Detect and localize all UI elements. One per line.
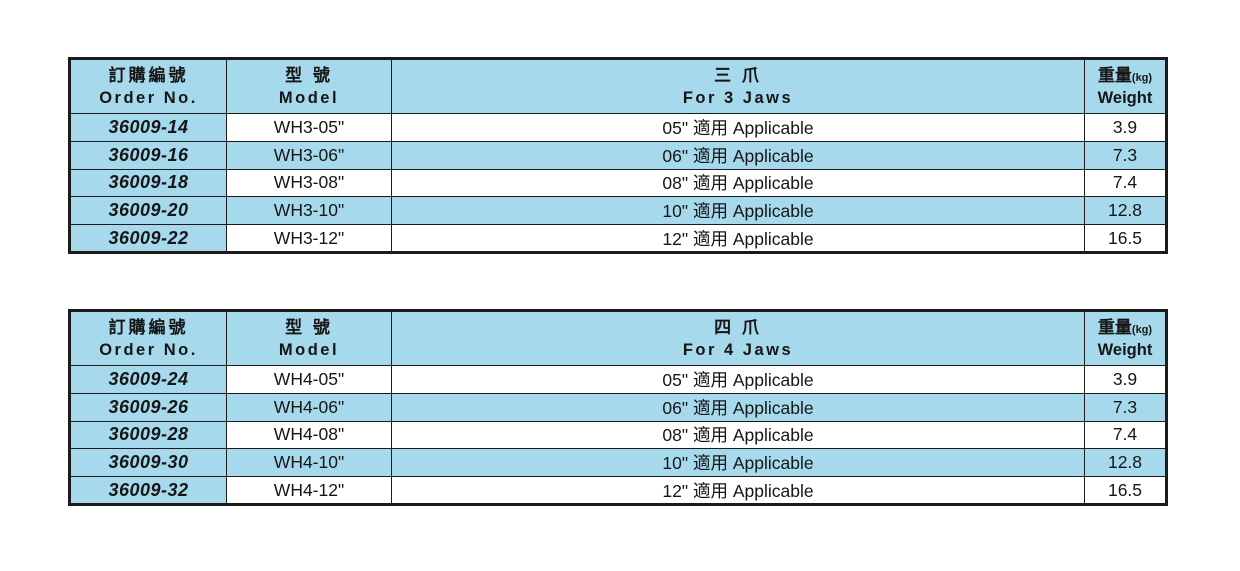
header-row: 訂購編號 Order No. 型 號 Model 三 爪 For 3 Jaws … xyxy=(69,58,1167,114)
cell-weight: 3.9 xyxy=(1084,365,1167,394)
cell-applicable: 10" 適用 Applicable xyxy=(391,196,1085,226)
cell-applicable: 12" 適用 Applicable xyxy=(391,476,1085,505)
cell-order-no: 36009-16 xyxy=(69,140,227,170)
cell-applicable: 05" 適用 Applicable xyxy=(391,365,1085,394)
table-row: 36009-14 WH3-05" 05" 適用 Applicable 3.9 xyxy=(69,113,1167,142)
cell-weight: 16.5 xyxy=(1084,224,1167,253)
cell-applicable: 06" 適用 Applicable xyxy=(391,140,1085,170)
header-jaws-zh: 三 爪 xyxy=(714,66,762,86)
table-row: 36009-28 WH4-08" 08" 適用 Applicable 7.4 xyxy=(69,420,1167,450)
header-order-no: 訂購編號 Order No. xyxy=(69,58,227,114)
header-model-zh: 型 號 xyxy=(285,66,333,86)
table-row: 36009-16 WH3-06" 06" 適用 Applicable 7.3 xyxy=(69,140,1167,170)
header-weight-en: Weight xyxy=(1097,340,1153,359)
cell-order-no: 36009-28 xyxy=(69,420,227,450)
cell-model: WH3-10" xyxy=(226,196,392,226)
header-model-zh: 型 號 xyxy=(285,318,333,338)
cell-order-no: 36009-32 xyxy=(69,476,227,505)
cell-order-no: 36009-22 xyxy=(69,224,227,253)
cell-applicable: 05" 適用 Applicable xyxy=(391,113,1085,142)
cell-model: WH4-06" xyxy=(226,392,392,422)
cell-weight: 12.8 xyxy=(1084,448,1167,478)
header-order-no-zh: 訂購編號 xyxy=(108,66,189,86)
cell-weight: 7.3 xyxy=(1084,140,1167,170)
cell-model: WH4-12" xyxy=(226,476,392,505)
table-row: 36009-20 WH3-10" 10" 適用 Applicable 12.8 xyxy=(69,196,1167,226)
header-order-no: 訂購編號 Order No. xyxy=(69,310,227,366)
cell-order-no: 36009-18 xyxy=(69,168,227,198)
header-jaws-zh: 四 爪 xyxy=(714,318,762,338)
cell-order-no: 36009-14 xyxy=(69,113,227,142)
cell-order-no: 36009-24 xyxy=(69,365,227,394)
cell-weight: 7.4 xyxy=(1084,420,1167,450)
cell-applicable: 08" 適用 Applicable xyxy=(391,420,1085,450)
product-table-4-jaws: 訂購編號 Order No. 型 號 Model 四 爪 For 4 Jaws … xyxy=(68,309,1168,506)
cell-applicable: 10" 適用 Applicable xyxy=(391,448,1085,478)
header-model: 型 號 Model xyxy=(226,58,392,114)
header-weight-zh: 重量(kg) xyxy=(1097,318,1153,338)
cell-order-no: 36009-20 xyxy=(69,196,227,226)
header-weight-zh: 重量(kg) xyxy=(1097,66,1153,86)
product-table-3-jaws: 訂購編號 Order No. 型 號 Model 三 爪 For 3 Jaws … xyxy=(68,57,1168,254)
cell-weight: 7.3 xyxy=(1084,392,1167,422)
cell-model: WH3-06" xyxy=(226,140,392,170)
table-row: 36009-18 WH3-08" 08" 適用 Applicable 7.4 xyxy=(69,168,1167,198)
cell-applicable: 08" 適用 Applicable xyxy=(391,168,1085,198)
weight-unit-label: (kg) xyxy=(1131,72,1153,85)
cell-model: WH4-05" xyxy=(226,365,392,394)
header-order-no-zh: 訂購編號 xyxy=(108,318,189,338)
header-weight: 重量(kg) Weight xyxy=(1084,310,1167,366)
header-model-en: Model xyxy=(278,88,340,107)
header-jaws-en: For 3 Jaws xyxy=(682,88,794,107)
cell-order-no: 36009-30 xyxy=(69,448,227,478)
table-row: 36009-22 WH3-12" 12" 適用 Applicable 16.5 xyxy=(69,224,1167,253)
header-row: 訂購編號 Order No. 型 號 Model 四 爪 For 4 Jaws … xyxy=(69,310,1167,366)
cell-weight: 7.4 xyxy=(1084,168,1167,198)
table-row: 36009-26 WH4-06" 06" 適用 Applicable 7.3 xyxy=(69,392,1167,422)
table-row: 36009-30 WH4-10" 10" 適用 Applicable 12.8 xyxy=(69,448,1167,478)
header-model-en: Model xyxy=(278,340,340,359)
table-row: 36009-24 WH4-05" 05" 適用 Applicable 3.9 xyxy=(69,365,1167,394)
header-for-3-jaws: 三 爪 For 3 Jaws xyxy=(391,58,1085,114)
cell-model: WH4-08" xyxy=(226,420,392,450)
cell-weight: 12.8 xyxy=(1084,196,1167,226)
cell-model: WH4-10" xyxy=(226,448,392,478)
cell-model: WH3-08" xyxy=(226,168,392,198)
header-order-no-en: Order No. xyxy=(99,88,198,107)
header-model: 型 號 Model xyxy=(226,310,392,366)
cell-weight: 3.9 xyxy=(1084,113,1167,142)
cell-weight: 16.5 xyxy=(1084,476,1167,505)
header-order-no-en: Order No. xyxy=(99,340,198,359)
header-jaws-en: For 4 Jaws xyxy=(682,340,794,359)
cell-order-no: 36009-26 xyxy=(69,392,227,422)
cell-applicable: 06" 適用 Applicable xyxy=(391,392,1085,422)
header-weight-en: Weight xyxy=(1097,88,1153,107)
weight-unit-label: (kg) xyxy=(1131,324,1153,337)
header-weight: 重量(kg) Weight xyxy=(1084,58,1167,114)
cell-model: WH3-05" xyxy=(226,113,392,142)
table-row: 36009-32 WH4-12" 12" 適用 Applicable 16.5 xyxy=(69,476,1167,505)
cell-applicable: 12" 適用 Applicable xyxy=(391,224,1085,253)
cell-model: WH3-12" xyxy=(226,224,392,253)
header-for-4-jaws: 四 爪 For 4 Jaws xyxy=(391,310,1085,366)
